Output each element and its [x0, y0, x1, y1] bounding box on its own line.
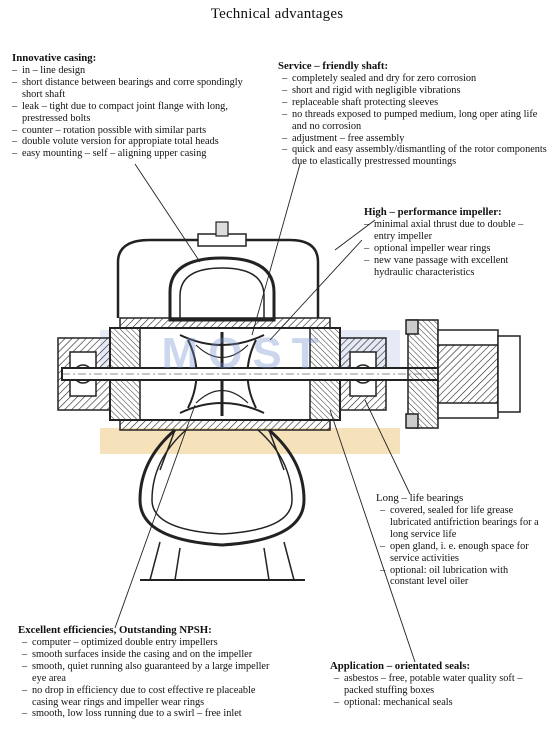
casing-notes: Innovative casing: in – line design shor…	[12, 52, 252, 160]
page-title: Technical advantages	[210, 6, 344, 22]
bearings-item: optional: oil lubrication with constant …	[376, 565, 544, 589]
seals-item: optional: mechanical seals	[330, 697, 544, 709]
casing-item: double volute version for appropiate tot…	[12, 136, 252, 148]
efficiency-item: smooth surfaces inside the casing and on…	[18, 649, 276, 661]
shaft-heading: Service – friendly shaft:	[278, 60, 389, 72]
shaft-notes: Service – friendly shaft: completely sea…	[278, 60, 550, 168]
upper-casing	[119, 256, 331, 329]
shaft-item: short and rigid with negligible vibratio…	[278, 85, 550, 97]
shaft-item: adjustment – free assembly	[278, 133, 550, 145]
coupling	[405, 319, 521, 429]
seals-heading: Application – orientated seals:	[330, 660, 471, 672]
impeller-item: optional impeller wear rings	[364, 243, 544, 255]
efficiency-item: no drop in efficiency due to cost effect…	[18, 685, 276, 709]
efficiency-heading: Excellent efficiencies, Outstanding NPSH…	[18, 624, 212, 636]
base-feet	[140, 541, 305, 581]
casing-item: easy mounting – self – aligning upper ca…	[12, 148, 252, 160]
efficiency-notes: Excellent efficiencies, Outstanding NPSH…	[18, 624, 276, 720]
lower-casing	[119, 419, 331, 547]
shaft-item: replaceable shaft protecting sleeves	[278, 97, 550, 109]
seals-notes: Application – orientated seals: asbestos…	[330, 660, 544, 709]
casing-item: short distance between bearings and corr…	[12, 77, 252, 101]
seals-item: asbestos – free, potable water quality s…	[330, 673, 544, 697]
impeller-notes: High – performance impeller: minimal axi…	[364, 206, 544, 279]
bearings-item: covered, sealed for life grease lubricat…	[376, 505, 544, 541]
efficiency-item: computer – optimized double entry impell…	[18, 637, 276, 649]
bearings-heading: Long – life bearings	[376, 492, 464, 504]
impeller-heading: High – performance impeller:	[364, 206, 502, 218]
shaft-item: quick and easy assembly/dismantling of t…	[278, 144, 550, 168]
casing-item: in – line design	[12, 65, 252, 77]
bearings-item: open gland, i. e. enough space for servi…	[376, 541, 544, 565]
impeller-item: minimal axial thrust due to double – ent…	[364, 219, 544, 243]
efficiency-item: smooth, low loss running due to a swirl …	[18, 708, 276, 720]
shaft-item: completely sealed and dry for zero corro…	[278, 73, 550, 85]
casing-item: counter – rotation possible with similar…	[12, 125, 252, 137]
vent-pipe	[116, 221, 320, 318]
efficiency-item: smooth, quiet running also guaranteed by…	[18, 661, 276, 685]
impeller-item: new vane passage with excellent hydrauli…	[364, 255, 544, 279]
casing-item: leak – tight due to compact joint flange…	[12, 101, 252, 125]
leader-lines	[114, 163, 416, 663]
watermark-band	[100, 428, 400, 454]
bearings-notes: Long – life bearings covered, sealed for…	[376, 492, 544, 588]
watermark-logo: MOST	[161, 329, 328, 378]
shaft-item: no threads exposed to pumped medium, lon…	[278, 109, 550, 133]
casing-heading: Innovative casing:	[12, 52, 97, 64]
